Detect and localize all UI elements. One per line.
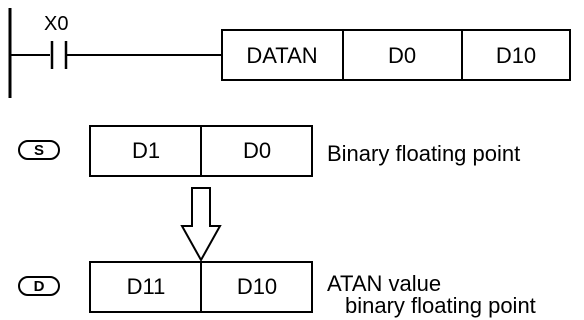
source-tag-badge <box>18 140 60 160</box>
destination-operand: D10 <box>496 43 536 68</box>
normally-open-contact-icon <box>50 41 68 69</box>
source-register-row: S D1 D0 Binary floating point <box>18 125 520 177</box>
destination-description-line2: binary floating point <box>345 293 536 318</box>
destination-low-register: D10 <box>237 274 277 299</box>
destination-high-register: D11 <box>127 274 166 299</box>
contact-label: X0 <box>44 13 68 35</box>
ladder-rung: X0 DATAN D0 D10 <box>8 8 571 98</box>
source-operand: D0 <box>388 43 416 68</box>
source-description: Binary floating point <box>327 141 520 166</box>
instruction-box: DATAN D0 D10 <box>221 29 571 81</box>
down-arrow-icon <box>180 187 222 263</box>
source-high-register: D1 <box>132 138 160 163</box>
destination-register-row: D D11 D10 ATAN value binary floating poi… <box>18 261 536 318</box>
instruction-name: DATAN <box>246 43 317 68</box>
destination-tag-badge <box>18 276 60 296</box>
destination-tag-label: D <box>34 278 45 295</box>
source-low-register: D0 <box>243 138 271 163</box>
source-tag-label: S <box>34 142 44 159</box>
destination-description-line1: ATAN value <box>327 271 441 296</box>
